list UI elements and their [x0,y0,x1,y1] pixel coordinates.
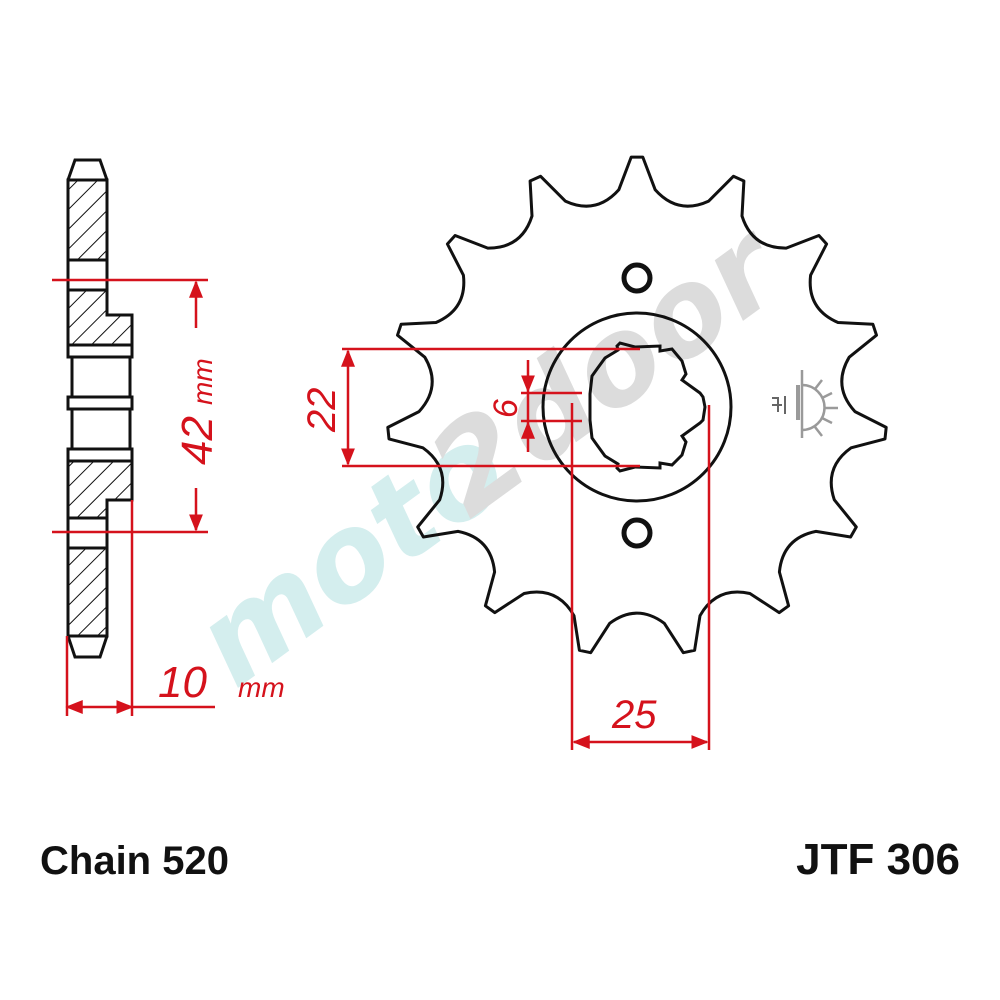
part-number-label: JTF 306 [796,835,960,884]
dimension-10-value: 10 [158,658,207,707]
dimension-42mm [52,278,208,534]
dimension-42-value: 42 [173,416,222,465]
side-view-profile [66,158,134,659]
dimension-25-value: 25 [611,693,657,737]
jt-logo-icon [772,370,838,438]
chain-label: Chain 520 [40,839,229,883]
watermark: moto 2door [170,195,810,713]
dimension-25 [570,403,711,750]
bolt-hole-bottom [621,517,653,549]
dimension-42-unit: mm [187,358,218,405]
dimension-10-unit: mm [238,672,285,703]
sprocket-teeth-path [386,155,888,655]
dimension-6-value: 6 [487,399,525,418]
dimension-10mm [65,500,215,716]
watermark-2door: 2door [405,195,811,543]
sprocket-outline [386,155,888,655]
dimension-22 [341,347,640,468]
dimension-22-value: 22 [300,388,344,434]
hub-circle [541,311,733,503]
bolt-hole-top [621,262,653,294]
spline-bore [588,341,707,473]
